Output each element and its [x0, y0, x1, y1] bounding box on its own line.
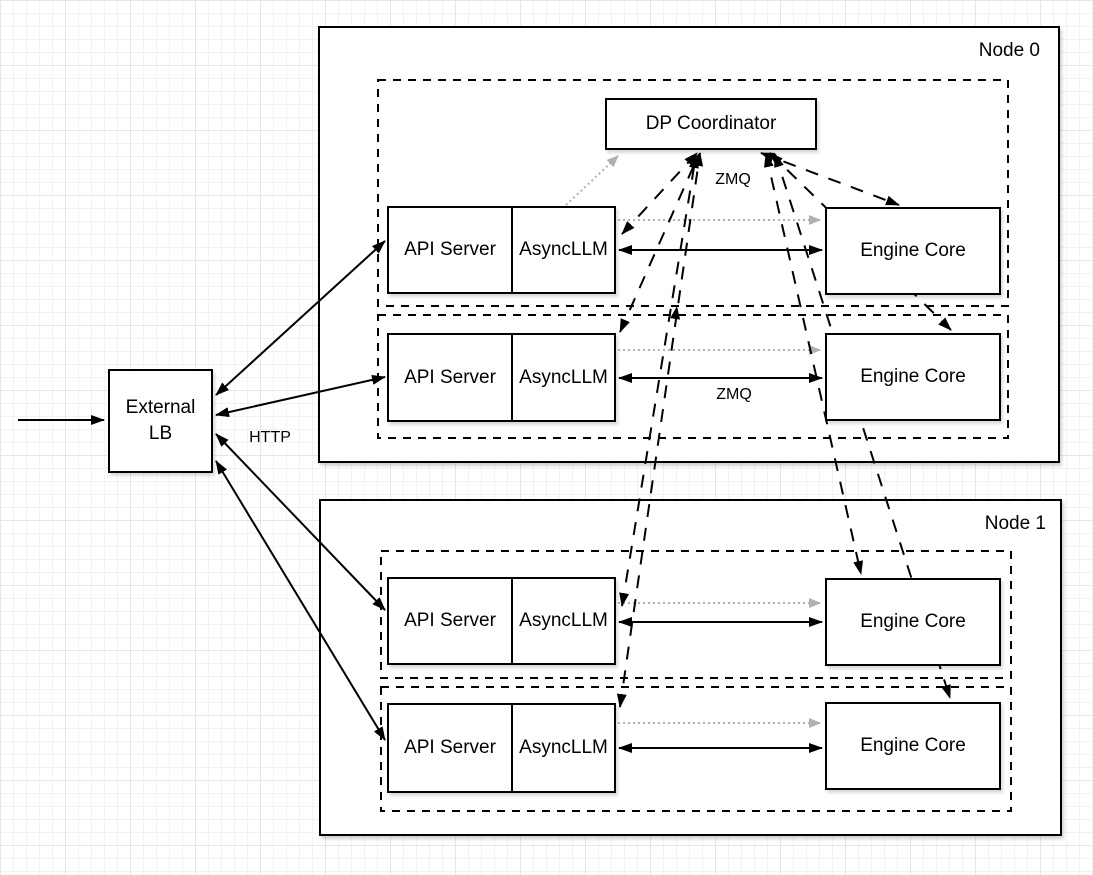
external-lb-label-line2: LB [148, 423, 173, 444]
engine-core-label: Engine Core [860, 735, 966, 756]
engine-core-label: Engine Core [860, 240, 966, 261]
api-server-label: API Server [389, 579, 513, 663]
engine-core-box: Engine Core [825, 702, 1001, 790]
engine-core-box: Engine Core [825, 578, 1001, 666]
async-coordinator-dotted-arrow [565, 155, 619, 206]
api-async-box: API Server AsyncLLM [387, 577, 616, 665]
lb-api3-arrow [215, 460, 386, 741]
async2-coordinator-zmq-arrow [619, 154, 699, 607]
asyncllm-label: AsyncLLM [519, 239, 608, 260]
external-lb-box: External LB [108, 369, 213, 473]
asyncllm-label: AsyncLLM [519, 610, 608, 631]
boundary-crossing-arrowhead [670, 306, 681, 320]
external-lb-label-line1: External [125, 397, 196, 419]
api-async-box: API Server AsyncLLM [387, 333, 616, 422]
async3-coordinator-zmq-arrow [616, 152, 704, 708]
engine-core-box: Engine Core [825, 207, 1001, 295]
asyncllm-label: AsyncLLM [519, 737, 608, 758]
api-server-label: API Server [389, 705, 513, 791]
lb-api1-arrow [215, 374, 386, 418]
lb-http-arrows [18, 240, 386, 741]
api-server-label: API Server [389, 208, 513, 292]
gray-dotted-arrows [565, 155, 821, 728]
node0-label: Node 0 [978, 40, 1040, 61]
coordinator-engine0-zmq-arrow [760, 152, 900, 206]
engine-core-label: Engine Core [860, 611, 966, 632]
lb-api2-arrow [215, 433, 386, 611]
api-async-box: API Server AsyncLLM [387, 206, 616, 294]
node1-label: Node 1 [984, 513, 1046, 534]
dp-coordinator-box: DP Coordinator [605, 98, 817, 150]
engine-core-label: Engine Core [860, 366, 966, 387]
lb-api0-arrow [215, 240, 386, 396]
zmq-coordinator-label: ZMQ [715, 171, 751, 188]
http-label: HTTP [249, 429, 291, 446]
zmq-engine-label: ZMQ [716, 386, 752, 403]
dp-coordinator-label: DP Coordinator [645, 113, 777, 134]
asyncllm-label: AsyncLLM [519, 366, 608, 388]
engine-core-box: Engine Core [825, 333, 1001, 421]
api-async-box: API Server AsyncLLM [387, 703, 616, 793]
api-server-label: API Server [389, 335, 513, 420]
async-engine-ipc-arrows [618, 245, 823, 753]
